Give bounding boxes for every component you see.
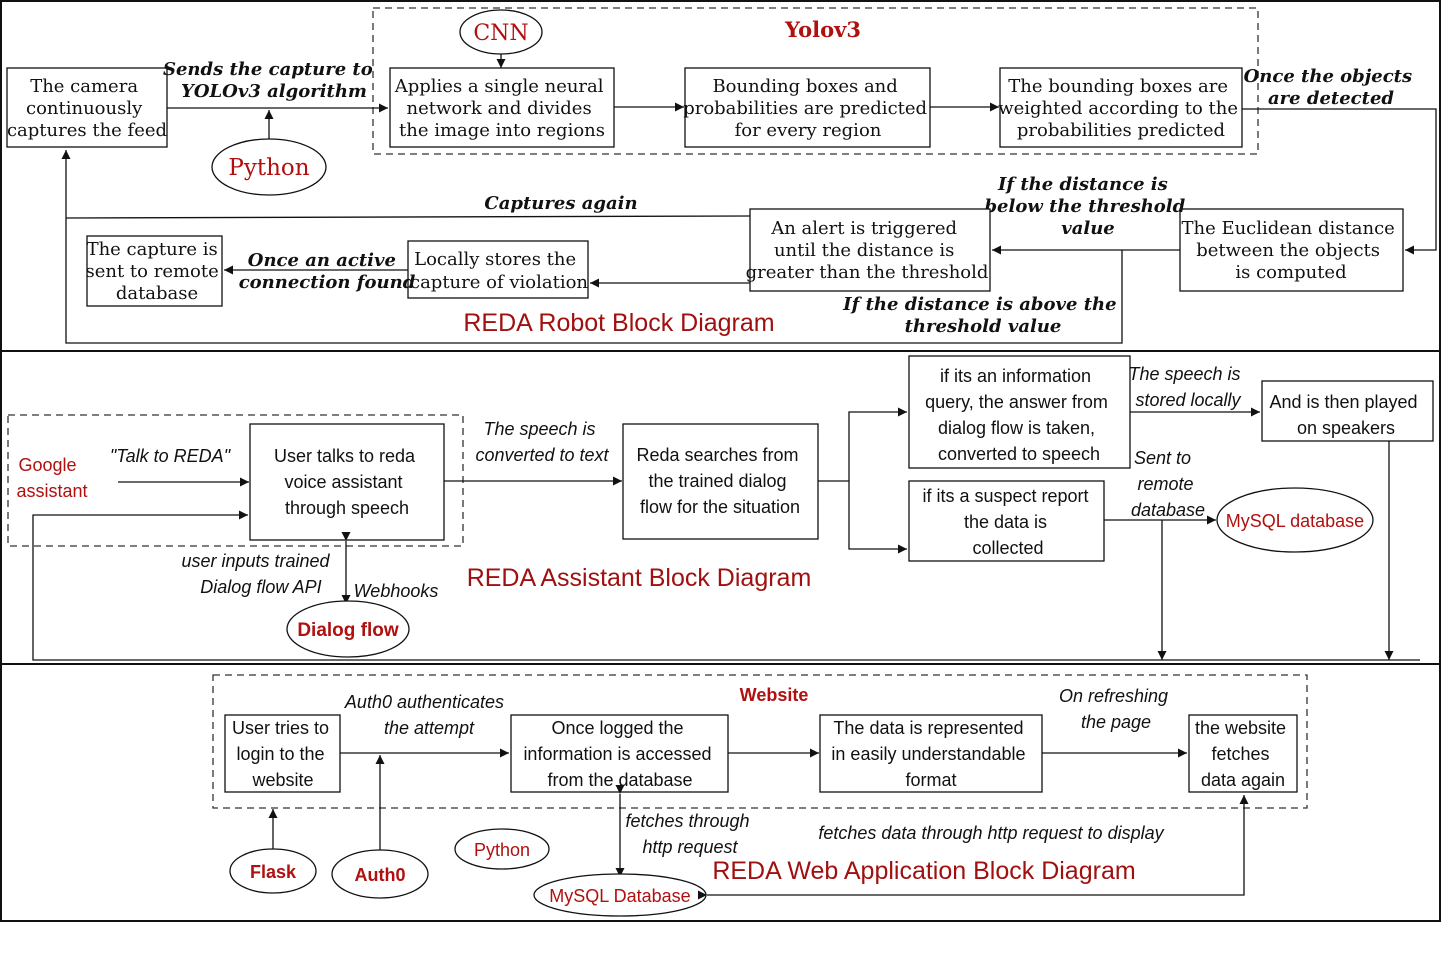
- svg-text:Python: Python: [474, 840, 530, 860]
- svg-text:Bounding boxes and proba: Bounding boxes and probabilities are pre…: [683, 76, 933, 141]
- captures-again-label: Captures again: [484, 193, 637, 214]
- fetch-display-label: fetches data through http request to dis…: [818, 823, 1164, 843]
- website-group: [212, 674, 1308, 809]
- svg-text:Auth0: Auth0: [355, 865, 406, 885]
- svg-text:The bounding boxes are w: The bounding boxes are weighted accordin…: [998, 76, 1244, 141]
- web-diagram-title: REDA Web Application Block Diagram: [712, 857, 1135, 885]
- svg-text:if its an information qu: if its an information query, the answer …: [925, 366, 1113, 464]
- svg-text:Flask: Flask: [250, 862, 297, 882]
- alert-box: An alert is triggered until the distance…: [746, 208, 991, 292]
- objects-detected-label: Once the objects are detected: [1244, 66, 1419, 109]
- svg-text:The Euclidean distance b: The Euclidean distance between the objec…: [1181, 218, 1400, 283]
- svg-text:And is then played on sp: And is then played on speakers: [1269, 392, 1422, 438]
- svg-text:The data is represented: The data is represented in easily unders…: [831, 718, 1030, 790]
- arrow-to-info: [848, 407, 907, 481]
- send-capture-label: Sends the capture to YOLOv3 algorithm: [163, 59, 379, 102]
- google-assistant-label: Google assistant: [16, 455, 87, 501]
- dialog-flow-node: Dialog flow: [286, 600, 410, 658]
- played-box: And is then played on speakers: [1261, 380, 1434, 442]
- loop-assistant-return: [32, 510, 1420, 661]
- stored-locally-label: The speech is stored locally: [1128, 364, 1245, 410]
- yolov3-group-title: Yolov3: [784, 17, 861, 42]
- camera-line-1: The camera: [30, 76, 138, 97]
- svg-text:User tries to login to t: User tries to login to the website: [232, 718, 334, 790]
- refresh-page-label: On refreshing the page: [1059, 686, 1173, 732]
- auth0-node: Auth0: [331, 849, 429, 899]
- weighted-box: The bounding boxes are weighted accordin…: [998, 67, 1244, 148]
- loop-above-threshold: [61, 150, 1123, 344]
- svg-text:CNN: CNN: [473, 21, 528, 46]
- arrow-to-suspect: [848, 481, 907, 554]
- camera-line-2: continuously: [26, 98, 143, 119]
- svg-text:User talks to reda voice: User talks to reda voice assistant throu…: [274, 446, 420, 518]
- assistant-diagram-title: REDA Assistant Block Diagram: [467, 564, 812, 592]
- mysql-node-assistant: MySQL database: [1216, 487, 1374, 553]
- auth0-authenticates-label: Auth0 authenticates the attempt: [344, 692, 509, 738]
- remote-db-box: The capture is sent to remote database: [85, 235, 224, 307]
- search-flow-box: Reda searches from the trained dialog fl…: [622, 423, 819, 540]
- info-query-box: if its an information query, the answer …: [908, 355, 1131, 469]
- svg-text:MySQL database: MySQL database: [1226, 511, 1364, 531]
- camera-box: The camera continuously captures the fee…: [6, 67, 168, 148]
- active-connection-label: Once an active connection found: [239, 250, 416, 293]
- euclidean-box: The Euclidean distance between the objec…: [1179, 208, 1404, 292]
- cnn-node: CNN: [459, 9, 543, 55]
- svg-text:Dialog flow: Dialog flow: [297, 620, 399, 641]
- fetch-again-box: the website fetches data again: [1188, 714, 1298, 793]
- above-threshold-label: If the distance is above the threshold v…: [842, 294, 1123, 337]
- represent-box: The data is represented in easily unders…: [819, 714, 1043, 793]
- python-node: Python: [211, 138, 327, 196]
- svg-text:the website fetches: the website fetches data again: [1195, 718, 1291, 790]
- arrow-weighted-to-euclid: [1242, 108, 1437, 255]
- flask-node: Flask: [229, 848, 317, 894]
- inputs-trained-label: user inputs trained Dialog flow API: [181, 551, 334, 597]
- python-node-web: Python: [454, 828, 550, 870]
- fetches-through-label: fetches through http request: [625, 811, 754, 857]
- website-group-title: Website: [740, 685, 809, 705]
- webhooks-label: Webhooks: [354, 581, 439, 601]
- svg-text:MySQL Database: MySQL Database: [549, 886, 690, 906]
- below-threshold-label: If the distance is below the threshold v…: [984, 174, 1191, 239]
- svg-text:Once logged the informat: Once logged the information is accessed …: [523, 718, 716, 790]
- user-talks-box: User talks to reda voice assistant throu…: [249, 423, 445, 541]
- svg-text:Applies a single neural: Applies a single neural network and divi…: [394, 76, 610, 141]
- bounding-boxes-box: Bounding boxes and probabilities are pre…: [683, 67, 933, 148]
- login-box: User tries to login to the website: [224, 714, 341, 793]
- svg-text:Reda searches from the t: Reda searches from the trained dialog fl…: [636, 445, 803, 517]
- neural-network-box: Applies a single neural network and divi…: [389, 67, 615, 148]
- svg-text:An alert is triggered un: An alert is triggered until the distance…: [746, 218, 989, 283]
- svg-text:The camera continuously: The camera continuously captures the fee…: [7, 76, 167, 141]
- svg-text:The capture is sent to r: The capture is sent to remote database: [85, 239, 224, 304]
- camera-line-3: captures the feed: [7, 120, 167, 141]
- svg-text:Python: Python: [228, 155, 309, 181]
- suspect-report-box: if its a suspect report the data is coll…: [908, 480, 1105, 562]
- local-store-box: Locally stores the capture of violation: [407, 240, 589, 299]
- web-section-frame: [0, 663, 1441, 922]
- arrow-mysql-fetch-bidir: [698, 795, 1249, 900]
- captures-again-line: [65, 215, 751, 219]
- logged-in-box: Once logged the information is accessed …: [510, 714, 729, 793]
- speech-to-text-label: The speech is converted to text: [475, 419, 609, 465]
- sent-remote-label: Sent to remote database: [1131, 448, 1205, 520]
- robot-diagram-title: REDA Robot Block Diagram: [463, 309, 774, 337]
- talk-to-reda-label: "Talk to REDA": [110, 446, 232, 466]
- svg-text:Locally stores the captu: Locally stores the capture of violation: [410, 249, 588, 293]
- mysql-node-web: MySQL Database: [533, 873, 707, 917]
- svg-text:if its a suspect report: if its a suspect report the data is coll…: [922, 486, 1093, 558]
